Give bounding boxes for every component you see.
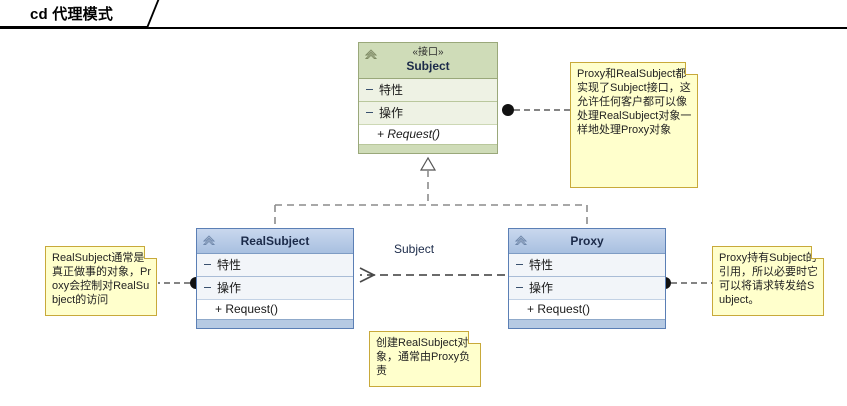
class-header-realsubject: RealSubject [197,229,353,254]
compartment-operations-realsubject[interactable]: 操作 [197,276,353,299]
class-member-proxy-request: + Request() [509,299,665,319]
class-footer-realsubject [197,319,353,328]
note-fold-corner [685,61,698,75]
compartment-operations-subject[interactable]: 操作 [359,101,497,124]
expander-icon[interactable] [365,85,374,94]
compartment-label-operations: 操作 [379,106,404,120]
expander-icon[interactable] [203,260,212,269]
class-footer-subject [359,144,497,153]
class-name-subject: Subject [406,59,450,73]
compartment-attributes-proxy[interactable]: 特性 [509,254,665,276]
note-connector-subject [502,104,570,116]
note-text: Proxy和RealSubject都实现了Subject接口，这允许任何客户都可… [577,68,692,136]
class-stereotype-subject: «接口» [412,47,444,58]
note-text: Proxy持有Subject的引用，所以必要时它可以将请求转发给Subject。 [719,252,818,306]
expander-icon[interactable] [203,283,212,292]
class-chevron-icon [202,235,216,245]
expander-icon[interactable] [515,260,524,269]
class-name-proxy: Proxy [570,234,604,248]
compartment-operations-proxy[interactable]: 操作 [509,276,665,299]
class-header-proxy: Proxy [509,229,665,254]
class-box-subject[interactable]: «接口» Subject 特性 操作 + Request() [358,42,498,154]
class-name-realsubject: RealSubject [240,234,310,248]
note-realsubject[interactable]: RealSubject通常是真正做事的对象，Proxy会控制对RealSubje… [45,245,157,316]
expander-icon[interactable] [365,108,374,117]
note-fold-corner [144,245,157,259]
compartment-label-operations: 操作 [217,281,242,295]
note-proxy[interactable]: Proxy持有Subject的引用，所以必要时它可以将请求转发给Subject。 [712,245,824,316]
note-text: 创建RealSubject对象，通常由Proxy负责 [376,337,471,377]
note-text: RealSubject通常是真正做事的对象，Proxy会控制对RealSubje… [52,252,151,306]
realization-edge [274,156,588,228]
frame-tab-label: cd 代理模式 [30,6,114,23]
note-subject[interactable]: Proxy和RealSubject都实现了Subject接口，这允许任何客户都可… [570,61,698,188]
compartment-label-attributes: 特性 [217,258,242,272]
compartment-label-operations: 操作 [529,281,554,295]
class-member-subject-request: + Request() [359,124,497,144]
class-chevron-icon [364,49,378,59]
class-member-realsubject-request: + Request() [197,299,353,319]
frame-divider [0,27,847,29]
compartment-attributes-subject[interactable]: 特性 [359,79,497,101]
note-fold-corner [468,330,481,344]
note-create[interactable]: 创建RealSubject对象，通常由Proxy负责 [369,330,481,387]
compartment-label-attributes: 特性 [529,258,554,272]
note-fold-corner [811,245,824,259]
class-header-subject: «接口» Subject [359,43,497,79]
compartment-attributes-realsubject[interactable]: 特性 [197,254,353,276]
association-label-subject: Subject [394,242,435,256]
compartment-label-attributes: 特性 [379,83,404,97]
class-box-realsubject[interactable]: RealSubject 特性 操作 + Request() [196,228,354,329]
class-chevron-icon [514,235,528,245]
expander-icon[interactable] [515,283,524,292]
class-footer-proxy [509,319,665,328]
class-box-proxy[interactable]: Proxy 特性 操作 + Request() [508,228,666,329]
note-connector-proxy [659,277,712,289]
